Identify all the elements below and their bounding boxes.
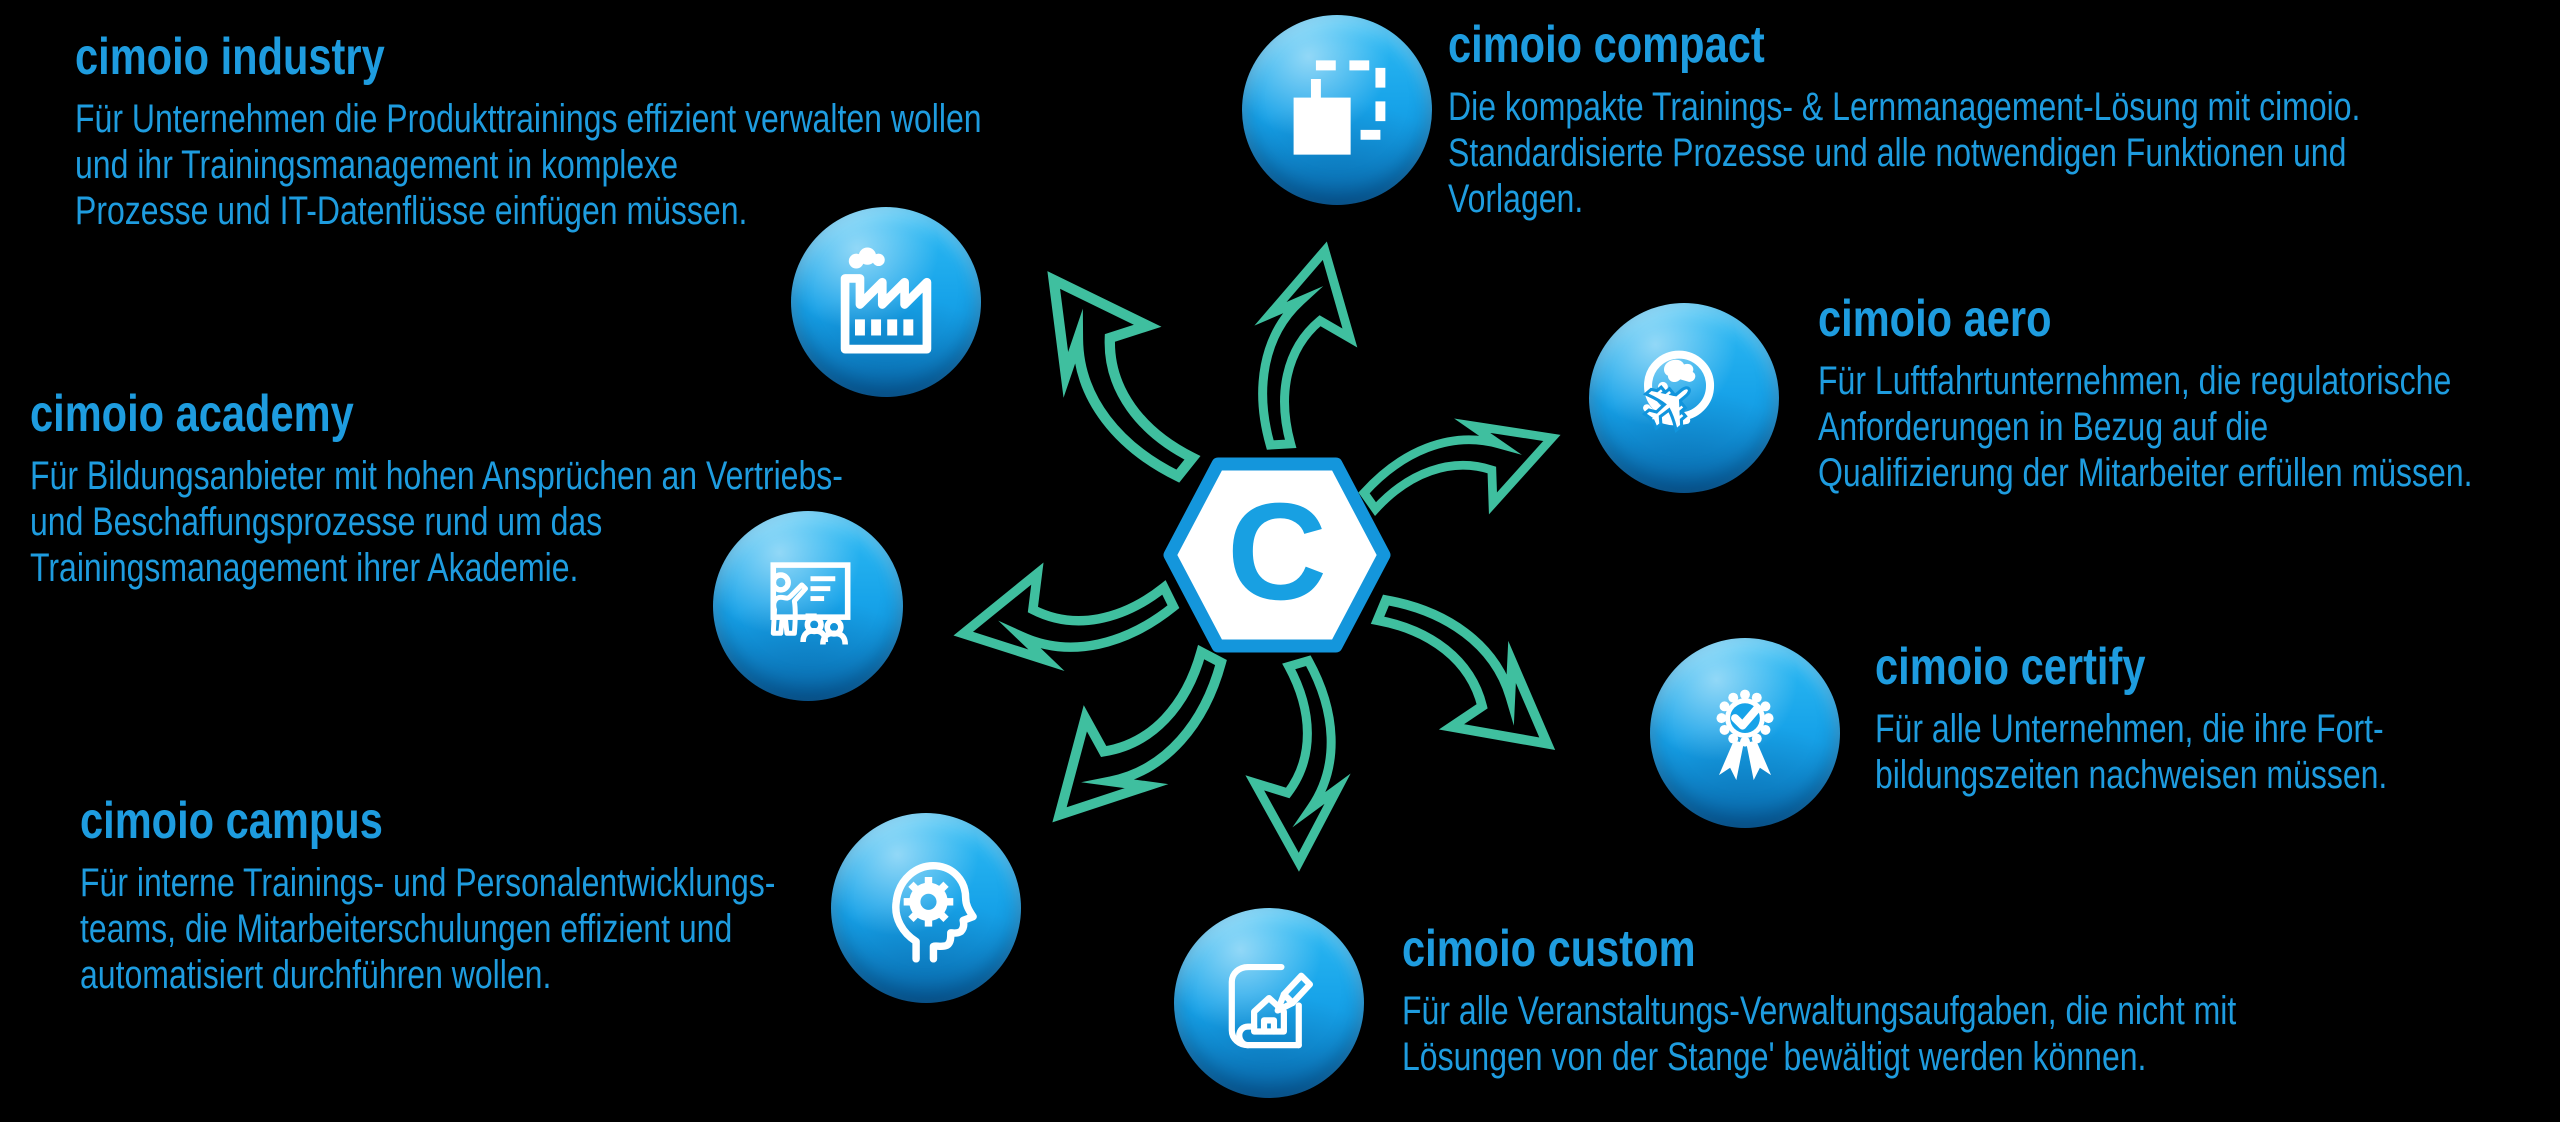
product-campus-text: cimoio campus Für interne Trainings- und…	[80, 792, 775, 998]
product-academy-title: cimoio academy	[30, 385, 354, 443]
product-aero-title: cimoio aero	[1818, 290, 2052, 348]
industry-bubble	[791, 207, 981, 397]
certify-bubble	[1650, 638, 1840, 828]
product-industry-description: Für Unternehmen die Produkttrainings eff…	[75, 97, 982, 234]
academy-bubble	[713, 511, 903, 701]
product-campus-title: cimoio campus	[80, 792, 383, 850]
award-ribbon-icon	[1716, 689, 1774, 781]
product-custom-text: cimoio custom Für alle Veranstaltungs-Ve…	[1402, 920, 2236, 1080]
product-custom-title: cimoio custom	[1402, 920, 1696, 978]
factory-icon	[840, 247, 932, 354]
cimoio-logo-letter: C	[1227, 475, 1327, 629]
arrow-to-compact	[1252, 244, 1361, 453]
compact-bubble	[1242, 15, 1432, 205]
arrow-to-industry	[1014, 253, 1234, 490]
product-academy-text: cimoio academy Für Bildungsanbieter mit …	[30, 385, 843, 591]
product-industry-text: cimoio industry Für Unternehmen die Prod…	[75, 28, 982, 234]
globe-plane-icon: ✈	[1623, 350, 1719, 456]
head-gear-icon	[892, 862, 977, 963]
product-custom-description: Für alle Veranstaltungs-Verwaltungsaufga…	[1402, 989, 2237, 1080]
presentation-board-icon	[770, 562, 851, 645]
aero-bubble: ✈	[1589, 303, 1779, 493]
blueprint-pencil-icon	[1228, 963, 1314, 1049]
svg-text:✈: ✈	[1626, 360, 1716, 452]
product-certify-description: Für alle Unternehmen, die ihre Fort- bil…	[1875, 707, 2388, 798]
product-campus-description: Für interne Trainings- und Personalentwi…	[80, 861, 776, 998]
product-compact-title: cimoio compact	[1448, 16, 1765, 74]
product-compact-text: cimoio compact Die kompakte Trainings- &…	[1448, 16, 2360, 222]
product-aero-description: Für Luftfahrtunternehmen, die regulatori…	[1818, 359, 2473, 496]
compact-frame-icon	[1293, 60, 1386, 155]
campus-bubble	[831, 813, 1021, 1003]
hexagon-shape-icon	[1163, 457, 1391, 653]
product-industry-title: cimoio industry	[75, 28, 385, 86]
product-certify-title: cimoio certify	[1875, 638, 2146, 696]
cimoio-logo-hexagon: C	[1162, 455, 1392, 655]
custom-bubble	[1174, 908, 1364, 1098]
arrow-to-academy	[953, 542, 1178, 680]
product-academy-description: Für Bildungsanbieter mit hohen Ansprüche…	[30, 454, 843, 591]
product-aero-text: cimoio aero Für Luftfahrtunternehmen, di…	[1818, 290, 2473, 496]
product-compact-description: Die kompakte Trainings- & Lernmanagement…	[1448, 85, 2361, 222]
arrow-to-custom	[1245, 659, 1344, 865]
product-certify-text: cimoio certify Für alle Unternehmen, die…	[1875, 638, 2387, 798]
